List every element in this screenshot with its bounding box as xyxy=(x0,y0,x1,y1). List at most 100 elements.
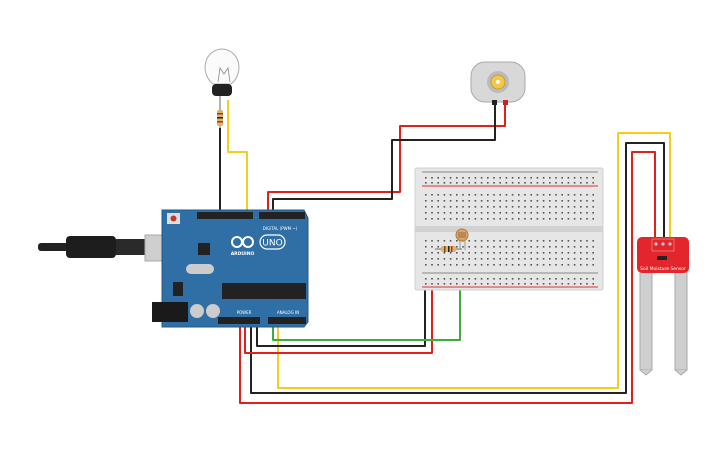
breadboard-hole[interactable] xyxy=(449,252,452,254)
breadboard-hole[interactable] xyxy=(555,182,557,184)
breadboard-hole[interactable] xyxy=(536,200,539,202)
breadboard-hole[interactable] xyxy=(555,194,557,196)
breadboard-hole[interactable] xyxy=(567,212,570,214)
breadboard-hole[interactable] xyxy=(499,278,501,280)
breadboard-hole[interactable] xyxy=(580,258,582,260)
breadboard-hole[interactable] xyxy=(573,252,576,254)
soil-moisture-sensor[interactable]: Soil Moisture Sensor xyxy=(637,237,689,376)
breadboard-hole[interactable] xyxy=(493,218,495,220)
breadboard-hole[interactable] xyxy=(561,200,563,202)
breadboard-hole[interactable] xyxy=(542,182,545,184)
breadboard-hole[interactable] xyxy=(567,218,570,220)
breadboard-hole[interactable] xyxy=(493,246,495,248)
breadboard-hole[interactable] xyxy=(443,182,446,184)
breadboard-hole[interactable] xyxy=(499,182,501,184)
breadboard-hole[interactable] xyxy=(499,258,501,260)
breadboard-hole[interactable] xyxy=(524,200,526,202)
breadboard-hole[interactable] xyxy=(561,177,563,179)
breadboard-hole[interactable] xyxy=(499,218,501,220)
breadboard-hole[interactable] xyxy=(431,278,433,280)
breadboard-hole[interactable] xyxy=(567,194,570,196)
breadboard-hole[interactable] xyxy=(431,206,433,208)
breadboard-hole[interactable] xyxy=(542,240,545,242)
breadboard-hole[interactable] xyxy=(542,200,545,202)
breadboard-hole[interactable] xyxy=(555,252,557,254)
breadboard-hole[interactable] xyxy=(443,258,446,260)
wire-sensor-yellow[interactable] xyxy=(277,132,671,389)
breadboard-hole[interactable] xyxy=(592,252,594,254)
breadboard-hole[interactable] xyxy=(505,264,508,266)
breadboard-hole[interactable] xyxy=(561,264,563,266)
breadboard-hole[interactable] xyxy=(487,278,489,280)
wire-motor-black[interactable] xyxy=(272,104,496,212)
breadboard-hole[interactable] xyxy=(511,264,514,266)
breadboard-hole[interactable] xyxy=(437,278,439,280)
breadboard-hole[interactable] xyxy=(542,194,545,196)
breadboard-hole[interactable] xyxy=(474,278,477,280)
breadboard-hole[interactable] xyxy=(524,206,526,208)
breadboard-hole[interactable] xyxy=(518,212,520,214)
breadboard-hole[interactable] xyxy=(456,240,458,242)
breadboard-hole[interactable] xyxy=(580,212,582,214)
breadboard-hole[interactable] xyxy=(462,182,464,184)
breadboard-hole[interactable] xyxy=(542,212,545,214)
breadboard-hole[interactable] xyxy=(425,177,427,179)
breadboard-hole[interactable] xyxy=(443,240,446,242)
breadboard-hole[interactable] xyxy=(493,240,495,242)
breadboard-hole[interactable] xyxy=(524,278,526,280)
breadboard-hole[interactable] xyxy=(549,200,551,202)
breadboard-hole[interactable] xyxy=(536,246,539,248)
breadboard-hole[interactable] xyxy=(443,206,446,208)
arduino-uno[interactable]: UNO ARDUINO DIGITAL (PWM ~) POWER ANALOG… xyxy=(152,209,309,328)
breadboard-hole[interactable] xyxy=(449,240,452,242)
breadboard-hole[interactable] xyxy=(530,258,532,260)
breadboard-hole[interactable] xyxy=(474,206,477,208)
breadboard-hole[interactable] xyxy=(437,283,439,285)
breadboard-hole[interactable] xyxy=(468,246,470,248)
breadboard-hole[interactable] xyxy=(431,177,433,179)
breadboard-hole[interactable] xyxy=(431,212,433,214)
breadboard-hole[interactable] xyxy=(487,264,489,266)
breadboard-hole[interactable] xyxy=(580,246,582,248)
breadboard-hole[interactable] xyxy=(555,218,557,220)
breadboard-hole[interactable] xyxy=(580,194,582,196)
breadboard-hole[interactable] xyxy=(493,252,495,254)
breadboard-hole[interactable] xyxy=(443,177,446,179)
breadboard-hole[interactable] xyxy=(536,194,539,196)
breadboard-hole[interactable] xyxy=(530,218,532,220)
breadboard-hole[interactable] xyxy=(518,252,520,254)
breadboard-hole[interactable] xyxy=(468,283,470,285)
breadboard-hole[interactable] xyxy=(524,258,526,260)
breadboard-hole[interactable] xyxy=(536,252,539,254)
breadboard-hole[interactable] xyxy=(468,252,470,254)
wire-ldr-green[interactable] xyxy=(272,262,461,341)
breadboard-hole[interactable] xyxy=(530,278,532,280)
breadboard-hole[interactable] xyxy=(530,206,532,208)
breadboard-hole[interactable] xyxy=(480,212,483,214)
breadboard-hole[interactable] xyxy=(573,182,576,184)
breadboard-hole[interactable] xyxy=(437,264,439,266)
breadboard-hole[interactable] xyxy=(443,212,446,214)
breadboard-hole[interactable] xyxy=(487,182,489,184)
breadboard-hole[interactable] xyxy=(493,200,495,202)
breadboard-hole[interactable] xyxy=(487,212,489,214)
breadboard-hole[interactable] xyxy=(592,264,594,266)
breadboard-hole[interactable] xyxy=(449,206,452,208)
breadboard-hole[interactable] xyxy=(505,194,508,196)
breadboard-hole[interactable] xyxy=(468,264,470,266)
breadboard-hole[interactable] xyxy=(462,246,464,248)
breadboard-hole[interactable] xyxy=(468,206,470,208)
breadboard-hole[interactable] xyxy=(493,212,495,214)
breadboard-hole[interactable] xyxy=(549,246,551,248)
breadboard-hole[interactable] xyxy=(480,182,483,184)
breadboard-hole[interactable] xyxy=(536,264,539,266)
breadboard-hole[interactable] xyxy=(511,252,514,254)
breadboard-hole[interactable] xyxy=(462,264,464,266)
breadboard-hole[interactable] xyxy=(536,283,539,285)
breadboard-resistor[interactable] xyxy=(435,246,462,252)
breadboard-hole[interactable] xyxy=(536,240,539,242)
breadboard-hole[interactable] xyxy=(493,182,495,184)
breadboard-hole[interactable] xyxy=(437,206,439,208)
breadboard-hole[interactable] xyxy=(468,200,470,202)
breadboard-hole[interactable] xyxy=(511,182,514,184)
